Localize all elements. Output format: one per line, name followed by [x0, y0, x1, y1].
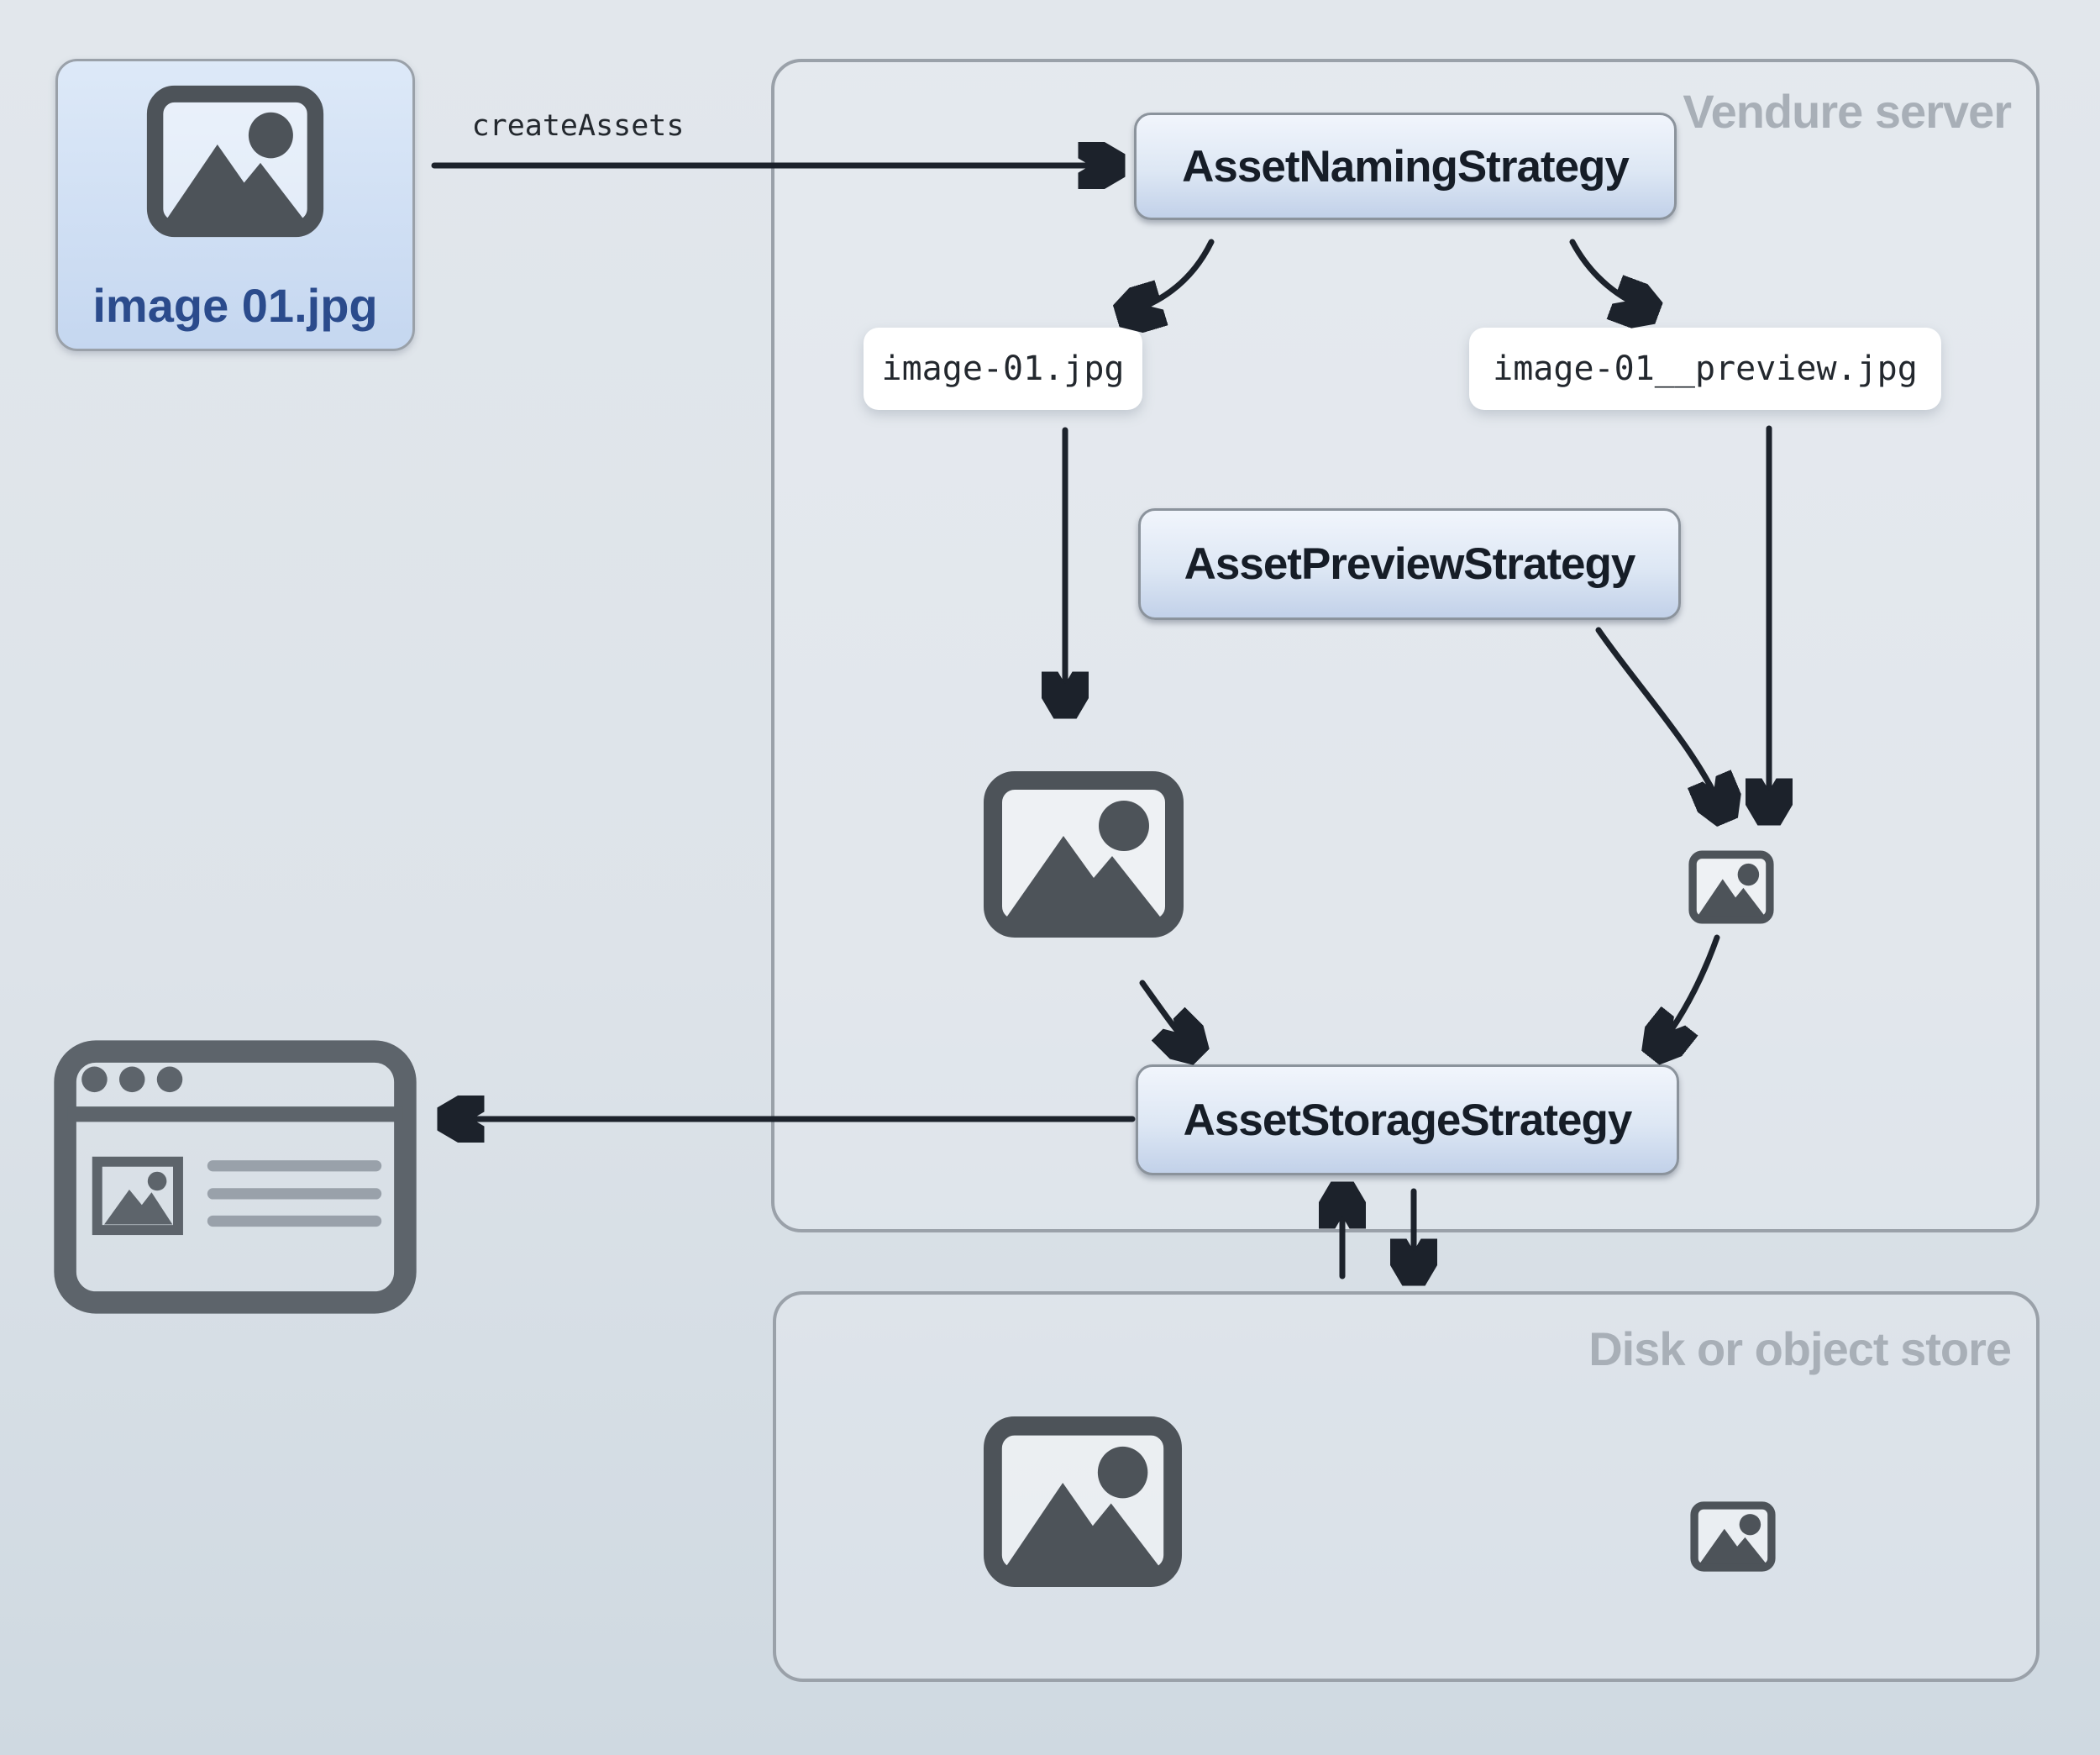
image-icon — [983, 770, 1184, 938]
vendure-server-container: Vendure server — [771, 59, 2040, 1232]
node-asset-storage-strategy: AssetStorageStrategy — [1136, 1064, 1679, 1175]
image-icon — [983, 1416, 1183, 1588]
browser-window-icon — [54, 1040, 417, 1314]
file-label-image-01-text: image-01.jpg — [881, 349, 1125, 388]
disk-store-container: Disk or object store — [773, 1291, 2040, 1682]
file-label-image-01: image-01.jpg — [864, 328, 1142, 410]
asset-storage-strategy-label: AssetStorageStrategy — [1183, 1095, 1633, 1145]
source-image-filename: image 01.jpg — [92, 279, 378, 332]
asset-naming-strategy-label: AssetNamingStrategy — [1182, 141, 1630, 192]
node-asset-naming-strategy: AssetNamingStrategy — [1134, 113, 1677, 220]
disk-store-label: Disk or object store — [1588, 1322, 2012, 1375]
create-assets-edge-label: createAssets — [471, 109, 685, 143]
image-thumbnail-icon — [92, 1156, 183, 1236]
vendure-server-label: Vendure server — [1683, 85, 2012, 138]
image-icon — [146, 85, 324, 238]
image-thumbnail-icon — [1688, 850, 1774, 924]
file-label-image-01-preview: image-01__preview.jpg — [1469, 328, 1941, 410]
asset-preview-strategy-label: AssetPreviewStrategy — [1184, 539, 1636, 589]
image-thumbnail-icon — [1690, 1501, 1776, 1572]
text-lines-glyph — [207, 1160, 382, 1227]
source-image-card: image 01.jpg — [55, 59, 415, 351]
node-asset-preview-strategy: AssetPreviewStrategy — [1138, 508, 1681, 620]
file-label-image-01-preview-text: image-01__preview.jpg — [1493, 349, 1918, 388]
